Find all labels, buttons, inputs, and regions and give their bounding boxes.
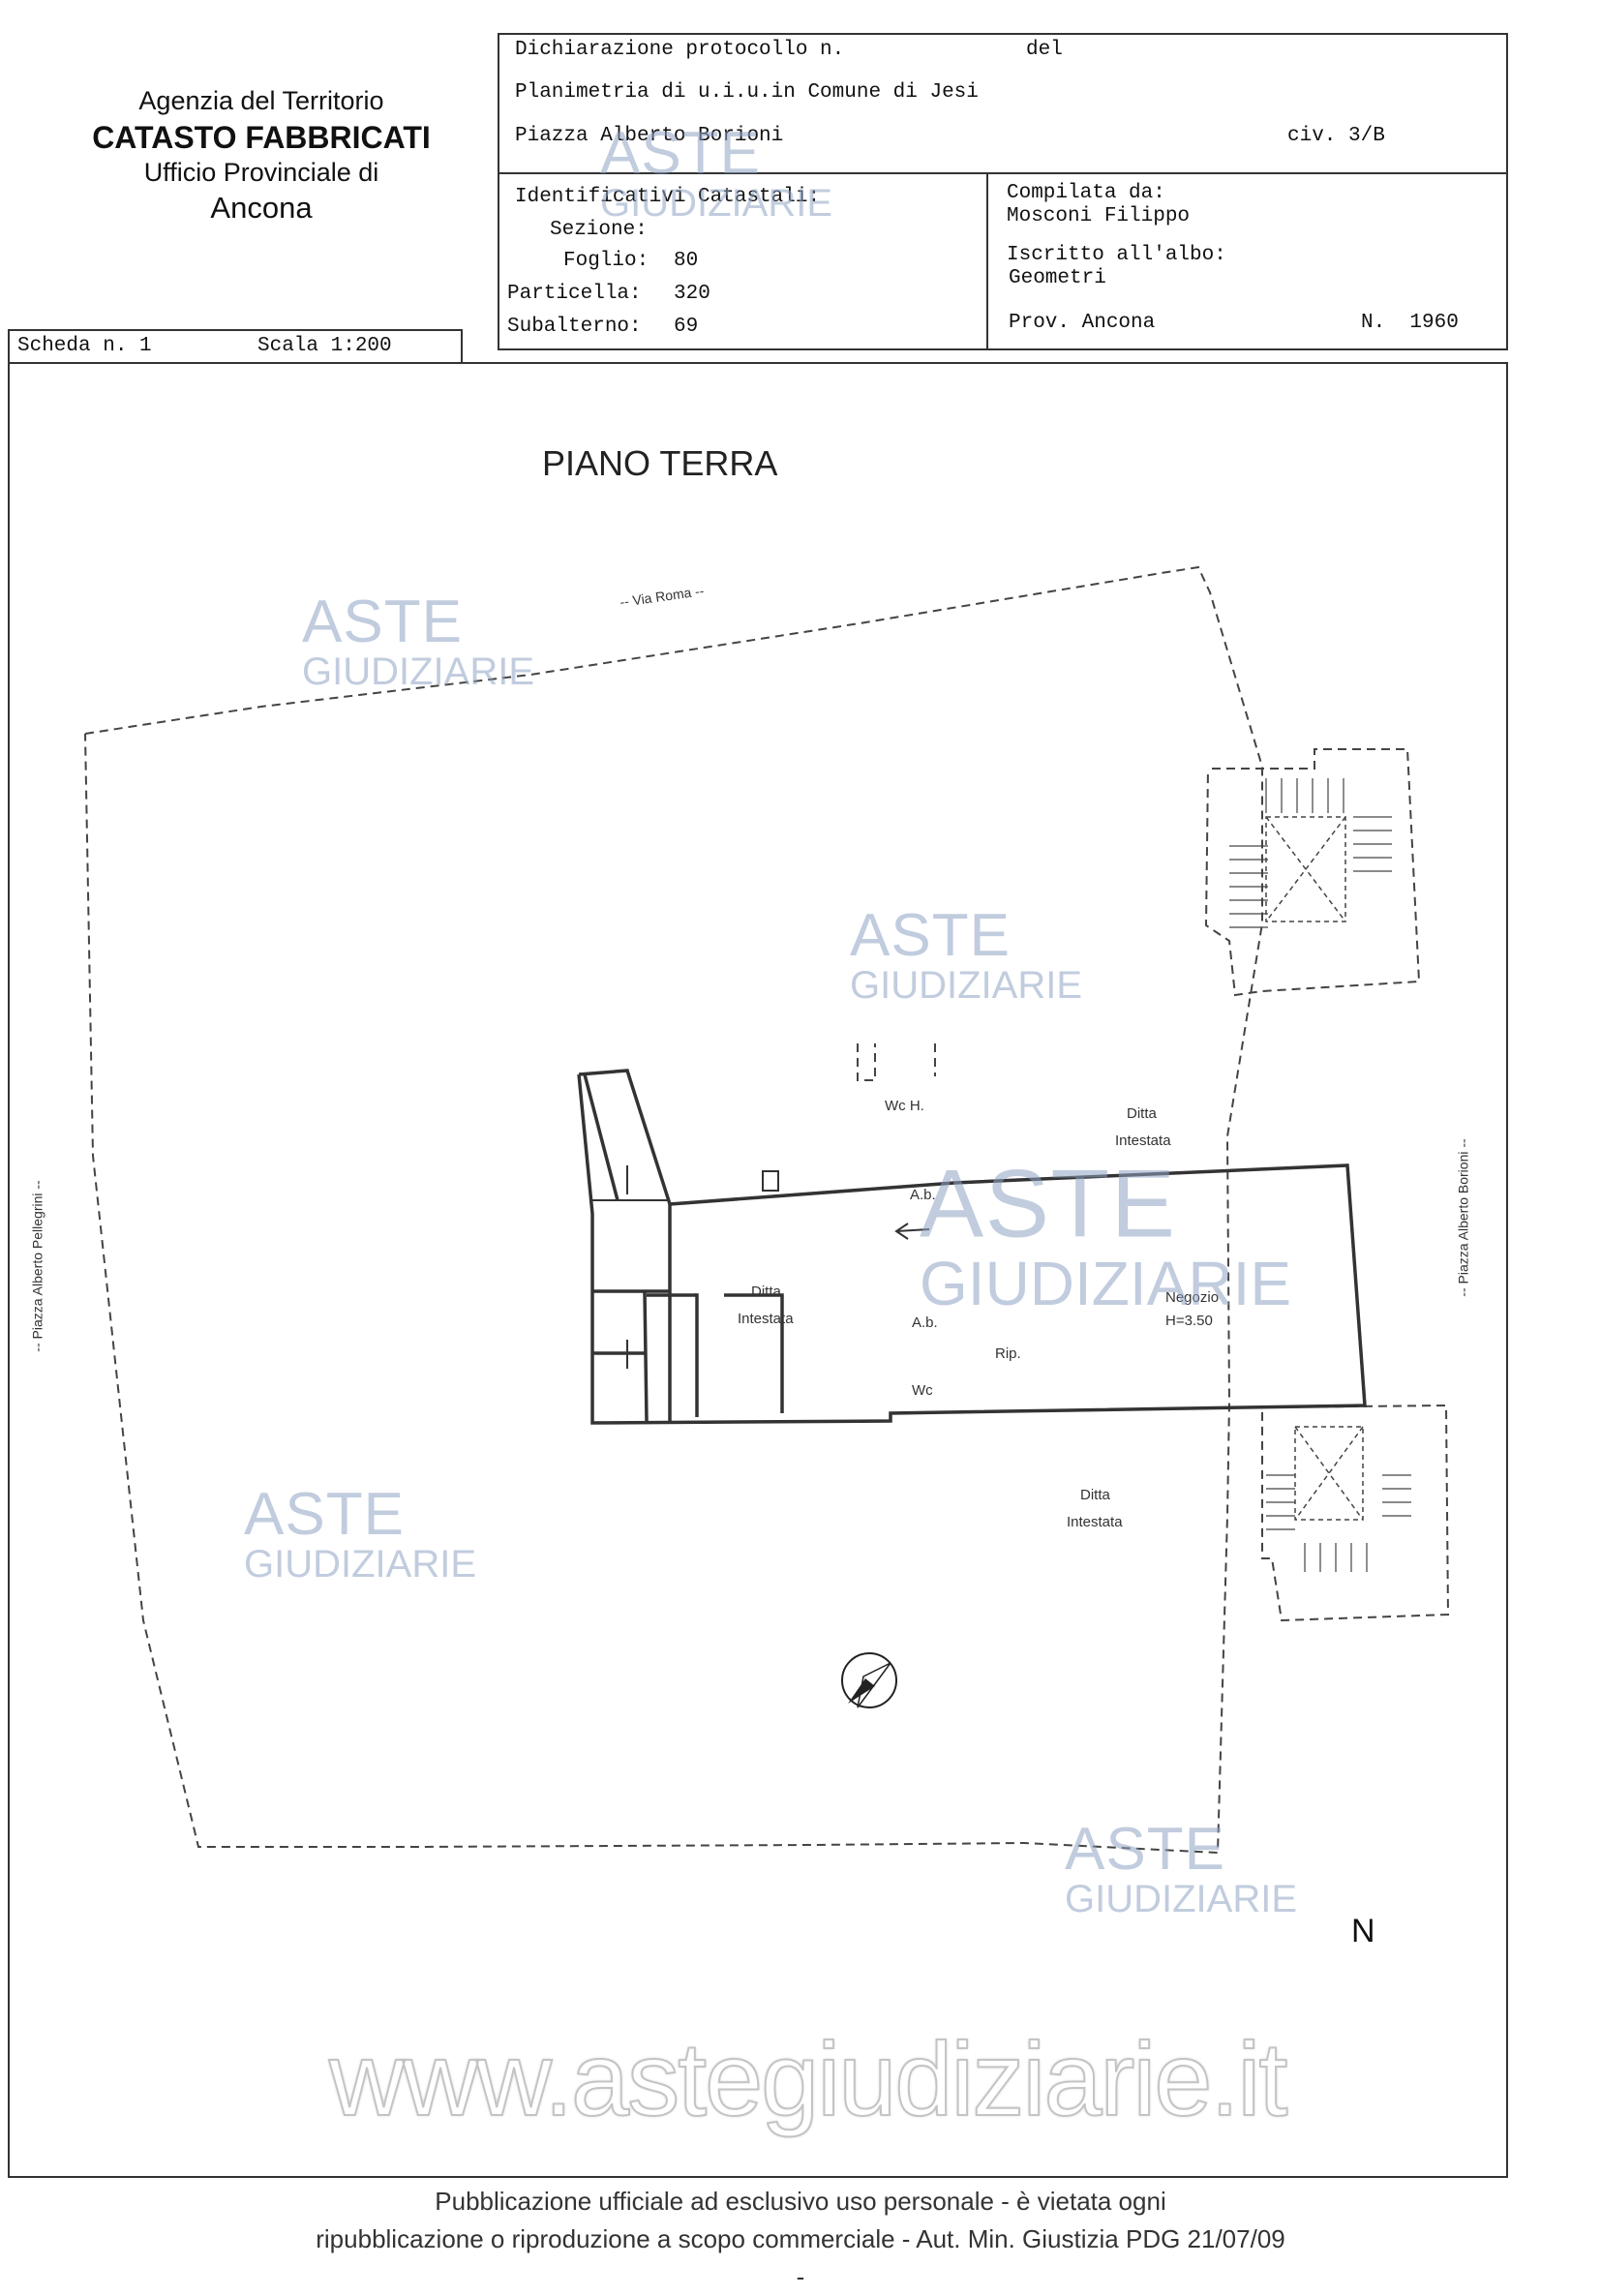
north-stair-block bbox=[1204, 748, 1421, 997]
street-east-label: -- Piazza Alberto Borioni -- bbox=[1455, 1138, 1471, 1297]
sheet-number: Scheda n. 1 bbox=[17, 335, 152, 357]
footer-line-2: ripubblicazione o riproduzione a scopo c… bbox=[316, 2224, 1285, 2253]
watermark-3: ASTE GIUDIZIARIE bbox=[850, 902, 1083, 1007]
room-height-label: H=3.50 bbox=[1165, 1313, 1213, 1329]
registry-name: CATASTO FABBRICATI bbox=[92, 119, 431, 155]
ditta-1-line2: Intestata bbox=[1115, 1133, 1171, 1149]
agency-name: Agenzia del Territorio bbox=[138, 86, 384, 115]
subalterno-value: 69 bbox=[674, 316, 699, 338]
watermark-giudiziarie: GIUDIZIARIE bbox=[600, 182, 833, 225]
albo-number: N. 1960 bbox=[1361, 312, 1459, 334]
building-outline bbox=[84, 565, 1263, 1855]
watermark-1: ASTE GIUDIZIARIE bbox=[600, 120, 833, 225]
north-arrow-label: N bbox=[1351, 1913, 1375, 1949]
watermark-giudiziarie: GIUDIZIARIE bbox=[920, 1251, 1292, 1319]
room-antibagno-2-label: A.b. bbox=[912, 1314, 938, 1331]
address: Piazza Alberto Borioni bbox=[515, 125, 784, 147]
room-wc-label: Wc bbox=[912, 1382, 933, 1399]
agency-header: Agenzia del Territorio CATASTO FABBRICAT… bbox=[39, 85, 484, 227]
date-label: del bbox=[1026, 39, 1063, 61]
sheet-scale: Scala 1:200 bbox=[257, 335, 392, 357]
albo-value: Geometri bbox=[1009, 267, 1106, 289]
watermark-2: ASTE GIUDIZIARIE bbox=[302, 589, 535, 693]
foglio-label: Foglio: bbox=[563, 250, 649, 272]
foglio-value: 80 bbox=[674, 250, 699, 272]
watermark-giudiziarie: GIUDIZIARIE bbox=[850, 964, 1083, 1007]
sezione-label: Sezione: bbox=[550, 219, 648, 241]
website-watermark: www.astegiudiziarie.it bbox=[328, 2019, 1288, 2138]
floor-plan-drawing bbox=[84, 565, 1450, 1855]
north-arrow-graphic bbox=[841, 1652, 897, 1708]
declaration-box: Dichiarazione protocollo n. del Planimet… bbox=[498, 33, 1508, 350]
particella-label: Particella: bbox=[507, 283, 642, 305]
watermark-giudiziarie: GIUDIZIARIE bbox=[302, 650, 535, 693]
watermark-aste: ASTE bbox=[1065, 1816, 1225, 1883]
subalterno-label: Subalterno: bbox=[507, 316, 642, 338]
compiler-label: Compilata da: bbox=[1007, 182, 1165, 204]
footer-line-1: Pubblicazione ufficiale ad esclusivo uso… bbox=[435, 2187, 1166, 2216]
south-stair-block bbox=[1261, 1404, 1450, 1622]
identifiers-title: Identificativi Catastali: bbox=[515, 186, 821, 208]
watermark-giudiziarie: GIUDIZIARIE bbox=[1065, 1878, 1298, 1920]
compiler-name: Mosconi Filippo bbox=[1007, 205, 1191, 227]
room-shop-label: Negozio bbox=[1165, 1289, 1220, 1306]
ditta-3-line2: Intestata bbox=[1067, 1514, 1123, 1530]
office-name: Ufficio Provinciale di bbox=[143, 157, 379, 187]
watermark-4: ASTE GIUDIZIARIE bbox=[920, 1151, 1292, 1319]
particella-value: 320 bbox=[674, 283, 710, 305]
ditta-3-line1: Ditta bbox=[1080, 1487, 1110, 1503]
footer-line-3: - bbox=[796, 2262, 805, 2291]
room-antibagno-1-label: A.b. bbox=[910, 1187, 936, 1203]
sheet-box: Scheda n. 1 Scala 1:200 bbox=[8, 329, 463, 364]
footer-notice: Pubblicazione ufficiale ad esclusivo uso… bbox=[0, 2183, 1601, 2296]
albo-label: Iscritto all'albo: bbox=[1007, 244, 1226, 266]
watermark-giudiziarie: GIUDIZIARIE bbox=[244, 1543, 477, 1586]
ditta-1-line1: Ditta bbox=[1127, 1105, 1157, 1122]
ditta-2-line2: Intestata bbox=[738, 1311, 794, 1327]
street-west-label: -- Piazza Alberto Pellegrini -- bbox=[29, 1180, 45, 1352]
plan-municipality: Planimetria di u.i.u.in Comune di Jesi bbox=[515, 81, 979, 104]
office-city: Ancona bbox=[210, 190, 313, 225]
watermark-6: ASTE GIUDIZIARIE bbox=[1065, 1816, 1298, 1920]
watermark-aste: ASTE bbox=[244, 1481, 405, 1548]
plan-frame bbox=[8, 362, 1508, 2178]
room-wc-h-label: Wc H. bbox=[885, 1098, 924, 1114]
watermark-aste: ASTE bbox=[302, 589, 463, 655]
province: Prov. Ancona bbox=[1009, 312, 1156, 334]
ditta-2-line1: Ditta bbox=[751, 1284, 781, 1300]
watermark-5: ASTE GIUDIZIARIE bbox=[244, 1481, 477, 1586]
declaration-column-divider bbox=[986, 172, 988, 350]
declaration-divider bbox=[498, 172, 1508, 174]
protocol-label: Dichiarazione protocollo n. bbox=[515, 39, 845, 61]
watermark-aste: ASTE bbox=[920, 1151, 1177, 1258]
room-storage-label: Rip. bbox=[995, 1345, 1021, 1362]
watermark-aste: ASTE bbox=[850, 902, 1011, 969]
floor-title: PIANO TERRA bbox=[542, 443, 778, 483]
civic-number: civ. 3/B bbox=[1287, 125, 1385, 147]
corridor-lines bbox=[857, 1043, 876, 1081]
watermark-aste: ASTE bbox=[600, 120, 761, 187]
